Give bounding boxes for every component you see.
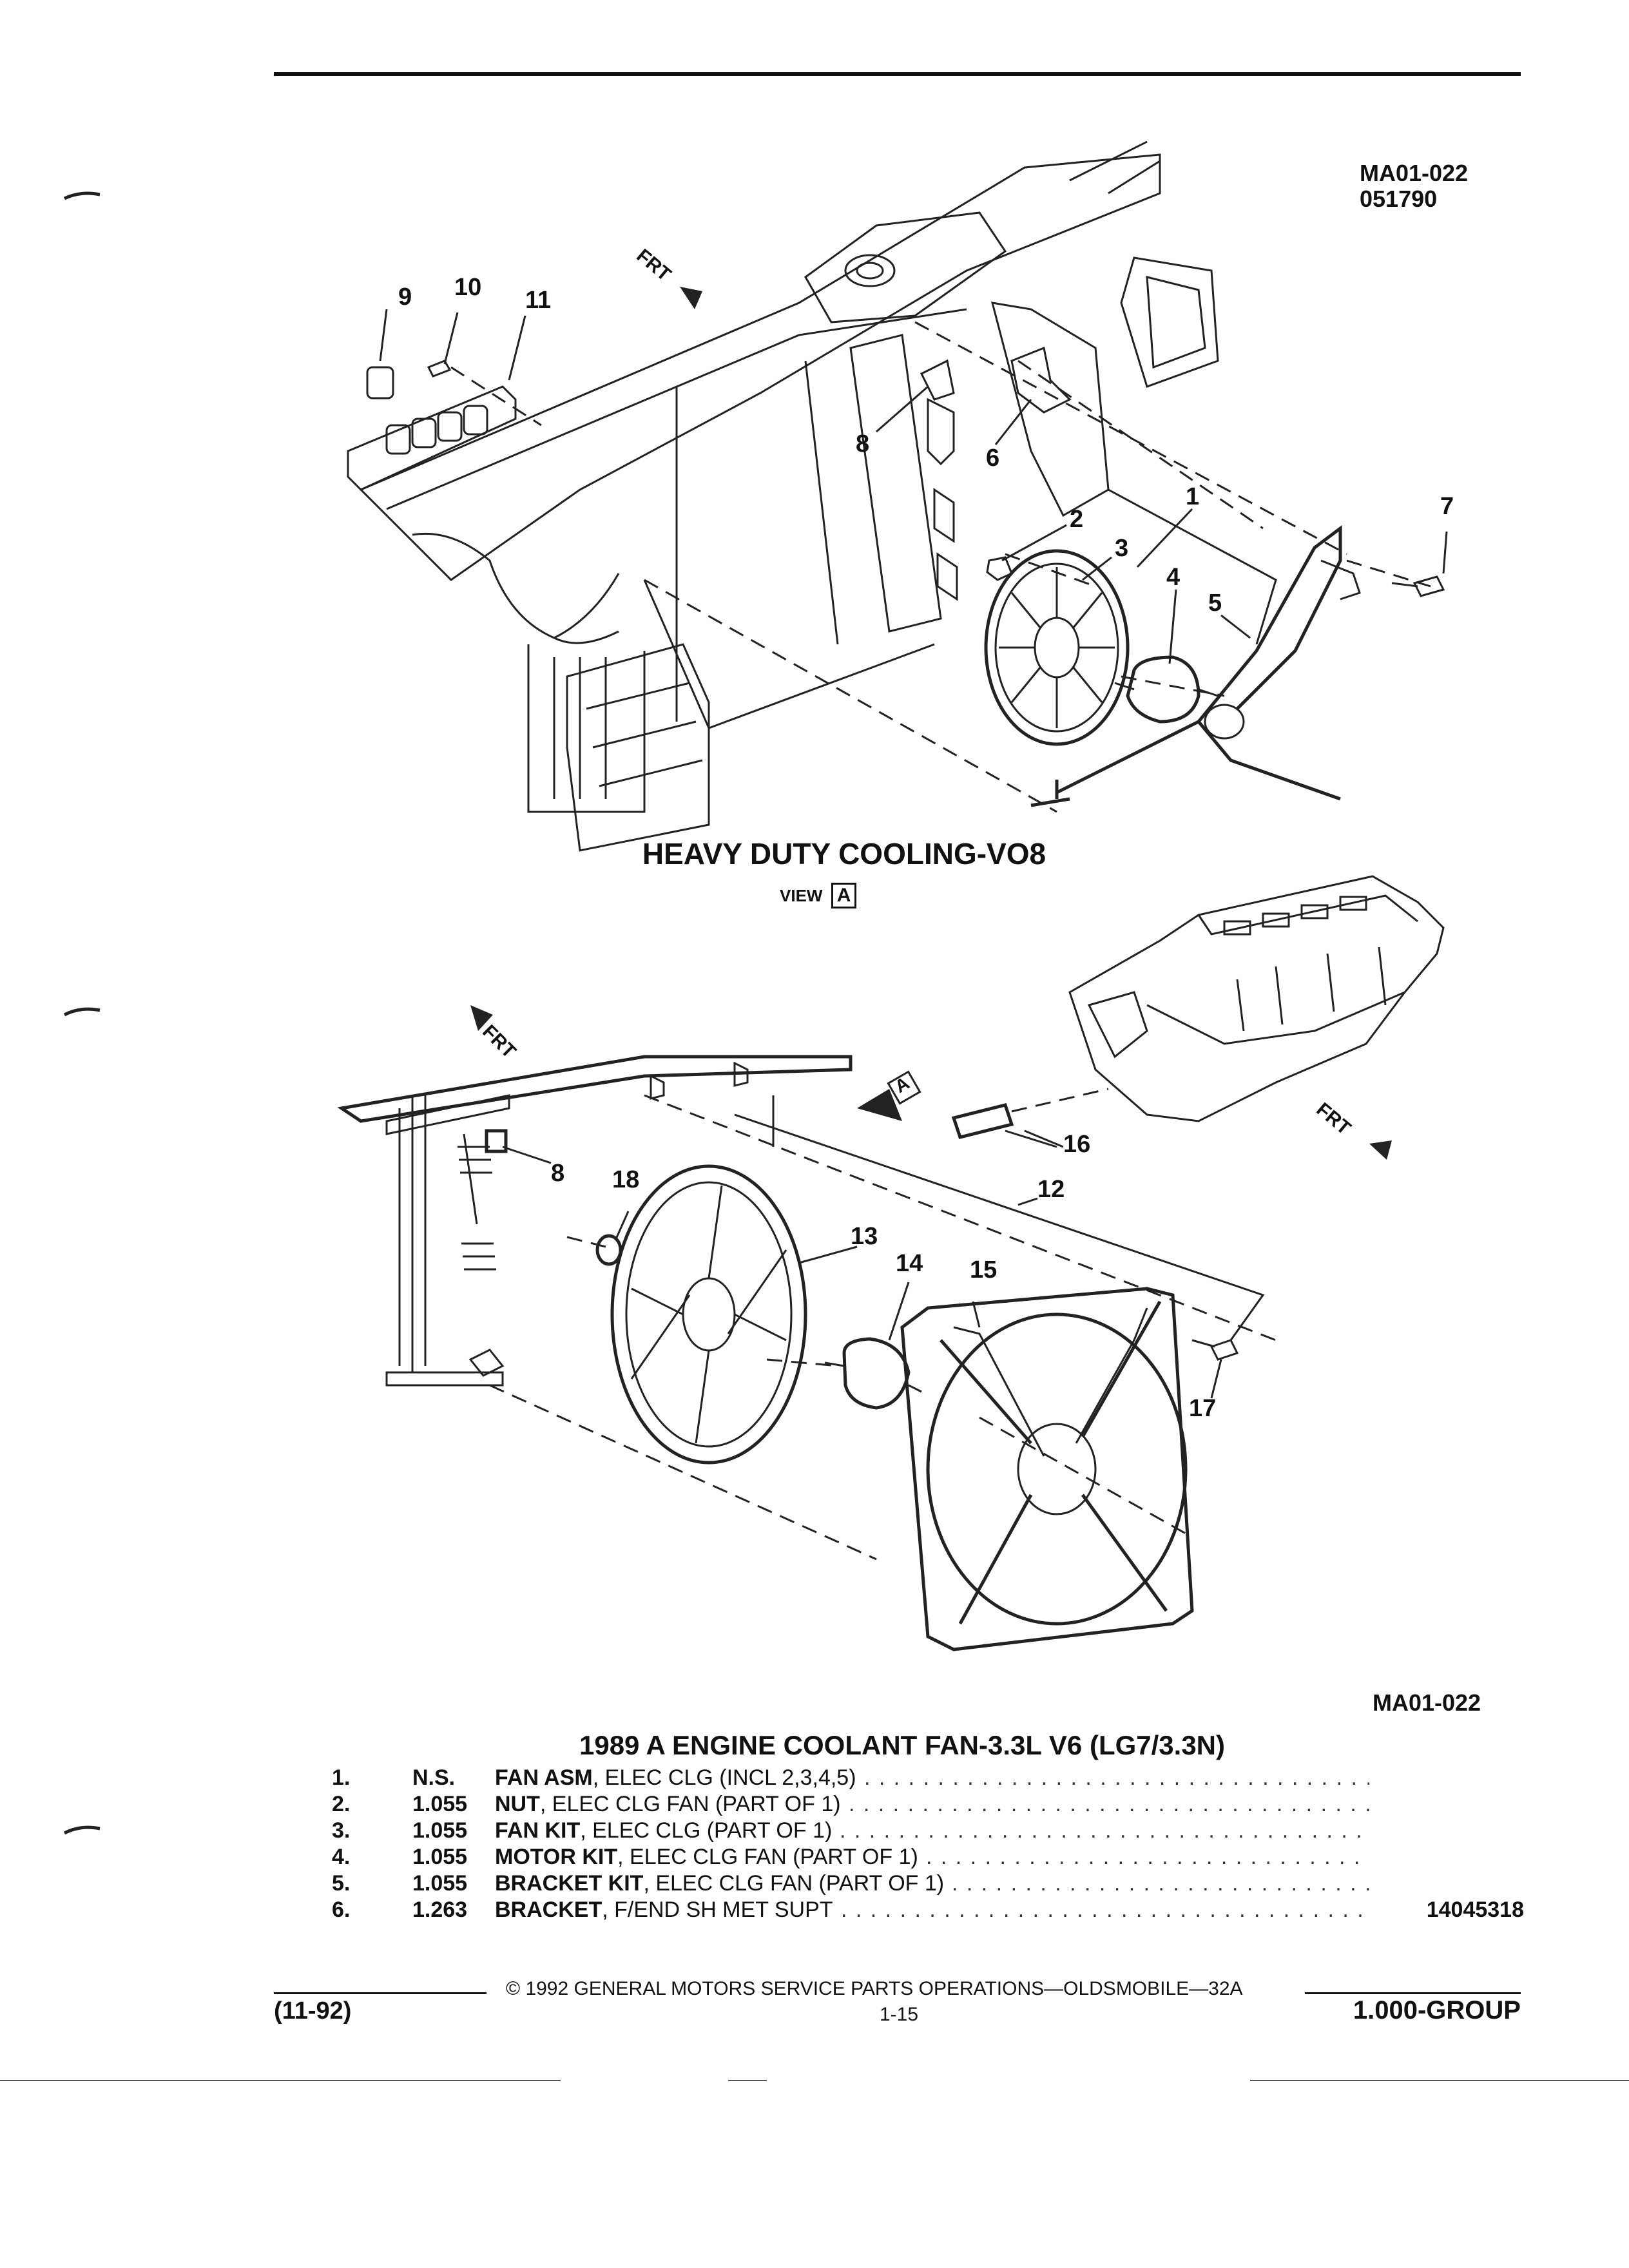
callout-11: 11	[525, 287, 552, 314]
part-number-index: 5.	[332, 1871, 351, 1896]
part-description: , ELEC CLG FAN (PART OF 1)	[643, 1871, 945, 1896]
part-row: 6. 1.263 BRACKET, F/END SH MET SUPT . . . …	[332, 1898, 1524, 1924]
page-number: 1-15	[880, 2004, 919, 2025]
date-code: 051790	[1360, 186, 1438, 212]
part-name: MOTOR KIT, ELEC CLG FAN (PART OF 1)	[495, 1845, 918, 1870]
view-a-label: VIEW A	[780, 883, 857, 908]
callout-16: 16	[1063, 1131, 1091, 1158]
part-row: 2. 1.055 NUT, ELEC CLG FAN (PART OF 1) . .…	[332, 1792, 1524, 1818]
part-name-text: FAN KIT	[495, 1818, 581, 1843]
leader-dots: . . . . . . . . . . . . . . . . . . . . …	[840, 1818, 1369, 1843]
bottom-rule-right	[1250, 2080, 1629, 2081]
part-row: 5. 1.055 BRACKET KIT, ELEC CLG FAN (PART O…	[332, 1871, 1524, 1898]
part-name-text: MOTOR KIT	[495, 1845, 618, 1869]
parts-title: 1989 A ENGINE COOLANT FAN-3.3L V6 (LG7/3…	[579, 1730, 1225, 1760]
part-group-code: 1.263	[412, 1898, 468, 1922]
callout-8: 8	[856, 430, 870, 457]
copyright: © 1992 GENERAL MOTORS SERVICE PARTS OPER…	[506, 1978, 1243, 1999]
leader-dots: . . . . . . . . . . . . . . . . . . . . …	[926, 1845, 1369, 1869]
callout-17: 17	[1189, 1395, 1217, 1422]
callout-7: 7	[1440, 493, 1454, 520]
revision-date: (11-92)	[274, 1997, 352, 2024]
part-name: FAN ASM, ELEC CLG (INCL 2,3,4,5)	[495, 1765, 856, 1791]
part-row: 1. N.S. FAN ASM, ELEC CLG (INCL 2,3,4,5) .…	[332, 1765, 1524, 1792]
part-row: 3. 1.055 FAN KIT, ELEC CLG (PART OF 1) . .…	[332, 1818, 1524, 1845]
leader-dots: . . . . . . . . . . . . . . . . . . . . …	[841, 1898, 1369, 1922]
view-label-text: VIEW	[780, 886, 823, 905]
callout-18: 18	[612, 1166, 640, 1193]
part-group-code: 1.055	[412, 1845, 468, 1869]
part-group-code: 1.055	[412, 1818, 468, 1843]
leader-dots: . . . . . . . . . . . . . . . . . . . . …	[864, 1765, 1369, 1790]
callout-14: 14	[896, 1250, 923, 1277]
parts-diagram-id: MA01-022	[1373, 1689, 1481, 1716]
part-description: , ELEC CLG (PART OF 1)	[580, 1818, 833, 1843]
callout-2: 2	[1070, 506, 1084, 533]
part-description: , F/END SH MET SUPT	[602, 1898, 833, 1922]
part-group-code: 1.055	[412, 1871, 468, 1896]
footer-rule-right	[1305, 1992, 1521, 1994]
part-number-index: 3.	[332, 1818, 351, 1843]
callout-12: 12	[1037, 1176, 1065, 1203]
callout-15: 15	[970, 1256, 998, 1283]
part-group-code: N.S.	[412, 1765, 456, 1790]
leader-dots: . . . . . . . . . . . . . . . . . . . . …	[849, 1792, 1369, 1816]
bottom-rule-left	[0, 2080, 561, 2081]
part-description: , ELEC CLG (INCL 2,3,4,5)	[592, 1765, 856, 1790]
callout-4: 4	[1166, 564, 1181, 591]
part-name-text: BRACKET KIT	[495, 1871, 644, 1896]
view-letter-box: A	[831, 883, 857, 908]
leader-dots: . . . . . . . . . . . . . . . . . . . . …	[952, 1871, 1369, 1896]
part-number-index: 2.	[332, 1792, 351, 1816]
part-name-text: FAN ASM	[495, 1765, 593, 1790]
callout-3: 3	[1115, 535, 1129, 562]
callout-9: 9	[398, 284, 412, 311]
part-name-text: BRACKET	[495, 1898, 602, 1922]
part-name: BRACKET KIT, ELEC CLG FAN (PART OF 1)	[495, 1871, 944, 1896]
top-rule	[274, 72, 1521, 76]
part-number-index: 4.	[332, 1845, 351, 1869]
group-label: 1.000-GROUP	[1353, 1996, 1521, 2024]
part-group-code: 1.055	[412, 1792, 468, 1816]
part-catalog-number: 14045318	[1426, 1898, 1524, 1922]
callout-6: 6	[986, 445, 1000, 472]
callout-8-bottom: 8	[551, 1160, 565, 1187]
part-name-text: NUT	[495, 1792, 540, 1816]
parts-list: 1. N.S. FAN ASM, ELEC CLG (INCL 2,3,4,5) .…	[332, 1765, 1524, 1924]
diagram-id: MA01-022	[1360, 160, 1469, 186]
part-name: NUT, ELEC CLG FAN (PART OF 1)	[495, 1792, 841, 1817]
part-number-index: 1.	[332, 1765, 351, 1790]
part-description: , ELEC CLG FAN (PART OF 1)	[539, 1792, 841, 1816]
callout-13: 13	[851, 1223, 878, 1250]
part-name: BRACKET, F/END SH MET SUPT	[495, 1898, 833, 1923]
part-row: 4. 1.055 MOTOR KIT, ELEC CLG FAN (PART OF …	[332, 1845, 1524, 1871]
bottom-rule-mid	[728, 2080, 767, 2081]
part-name: FAN KIT, ELEC CLG (PART OF 1)	[495, 1818, 832, 1843]
part-description: , ELEC CLG FAN (PART OF 1)	[617, 1845, 918, 1869]
footer-rule-left	[274, 1992, 487, 1994]
callout-1: 1	[1186, 483, 1200, 510]
heavy-duty-caption: HEAVY DUTY COOLING-VO8	[642, 837, 1046, 870]
part-number-index: 6.	[332, 1898, 351, 1922]
callout-5: 5	[1208, 590, 1222, 617]
callout-10: 10	[454, 274, 482, 301]
